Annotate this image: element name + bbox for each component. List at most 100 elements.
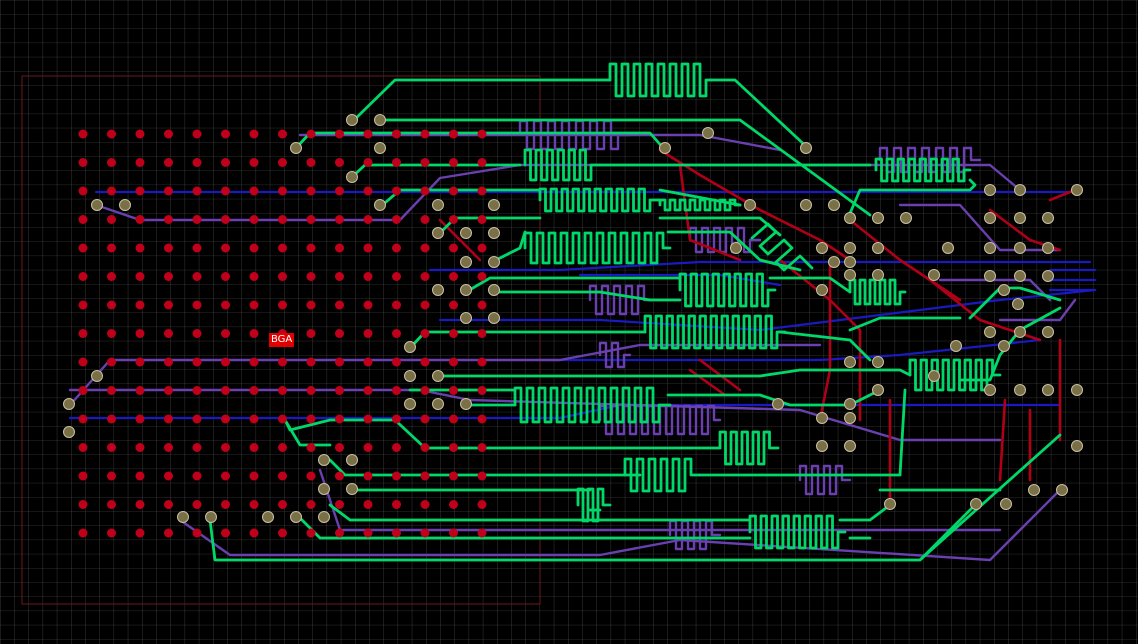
trace-green [328,458,642,477]
via [488,284,500,296]
trace-green-meander [623,457,702,493]
bga-pad [192,528,202,538]
trace-purple-meander [598,341,632,369]
via [872,242,884,254]
bga-pad [192,329,202,338]
bga-pad [107,129,116,139]
bga-pad [221,357,230,367]
trace-red [848,218,962,302]
bga-pad [164,186,173,196]
bga-pad [306,158,316,167]
bga-pad [477,357,487,367]
via [1014,384,1026,396]
bga-pad [164,215,173,224]
via [1000,498,1012,510]
bga-pad [335,414,344,424]
via [1014,326,1026,338]
trace-blue [428,260,1092,272]
bga-pad [278,215,287,224]
bga-pad [335,129,344,139]
trace-green-meander [750,222,814,272]
bga-pad [477,443,487,452]
bga-pad [221,186,230,196]
bga-pad [221,386,230,395]
bga-pad [392,386,401,395]
bga-pad [363,329,373,338]
via [63,398,75,410]
bga-pad [249,243,259,253]
trace-purple [998,298,1077,322]
trace-green [298,516,752,540]
bga-pad [135,414,145,424]
bga-pad [477,329,487,338]
bga-pad [78,186,88,196]
via [460,256,472,268]
bga-pad [164,272,173,281]
via [318,454,330,466]
via [1071,384,1083,396]
via [900,212,912,224]
trace-green [283,418,332,447]
via [1014,212,1026,224]
bga-pad [164,471,173,481]
bga-pad [420,500,430,509]
trace-green-meander [718,430,780,466]
via [984,326,996,338]
via [460,284,472,296]
trace-green [666,388,882,407]
bga-pad [221,443,230,452]
trace-green [436,368,912,378]
bga-pad [363,443,373,452]
bga-pad [192,129,202,139]
bga-pad [335,186,344,196]
bga-pad [164,329,173,338]
bga-pad [477,500,487,509]
trace-purple [94,163,1022,222]
trace-green [490,230,527,264]
trace-green-meander [643,314,787,350]
bga-pad [221,215,230,224]
bga-pad [221,129,230,139]
via [800,142,812,154]
bga-pad [221,329,230,338]
via [432,398,444,410]
bga-pad [363,272,373,281]
bga-pad [107,329,116,338]
bga-pad [306,243,316,253]
bga-pad [363,129,373,139]
bga-pad [363,414,373,424]
bga-pad [420,129,430,139]
component-label-bga[interactable]: BGA [269,333,295,347]
bga-pad [78,443,88,452]
bga-pad [335,158,344,167]
via [63,426,75,438]
bga-pad [363,186,373,196]
bga-pad [477,528,487,538]
bga-pad [449,386,458,395]
via [374,199,386,211]
bga-pad [449,243,458,253]
bga-pad [306,500,316,509]
via [346,454,358,466]
via [318,511,330,523]
bga-pad [420,272,430,281]
via [346,114,358,126]
via [928,370,940,382]
bga-pad [192,300,202,310]
trace-green-meander [748,514,847,550]
bga-pad [249,500,259,509]
bga-pad [363,243,373,253]
bga-pad [164,386,173,395]
via [432,199,444,211]
via [702,127,714,139]
bga-pad [306,471,316,481]
bga-pad [164,443,173,452]
trace-green-meander [538,187,662,213]
bga-pad [221,158,230,167]
via [290,511,302,523]
bga-pad [135,471,145,481]
bga-pad [249,443,259,452]
bga-pad [363,386,373,395]
